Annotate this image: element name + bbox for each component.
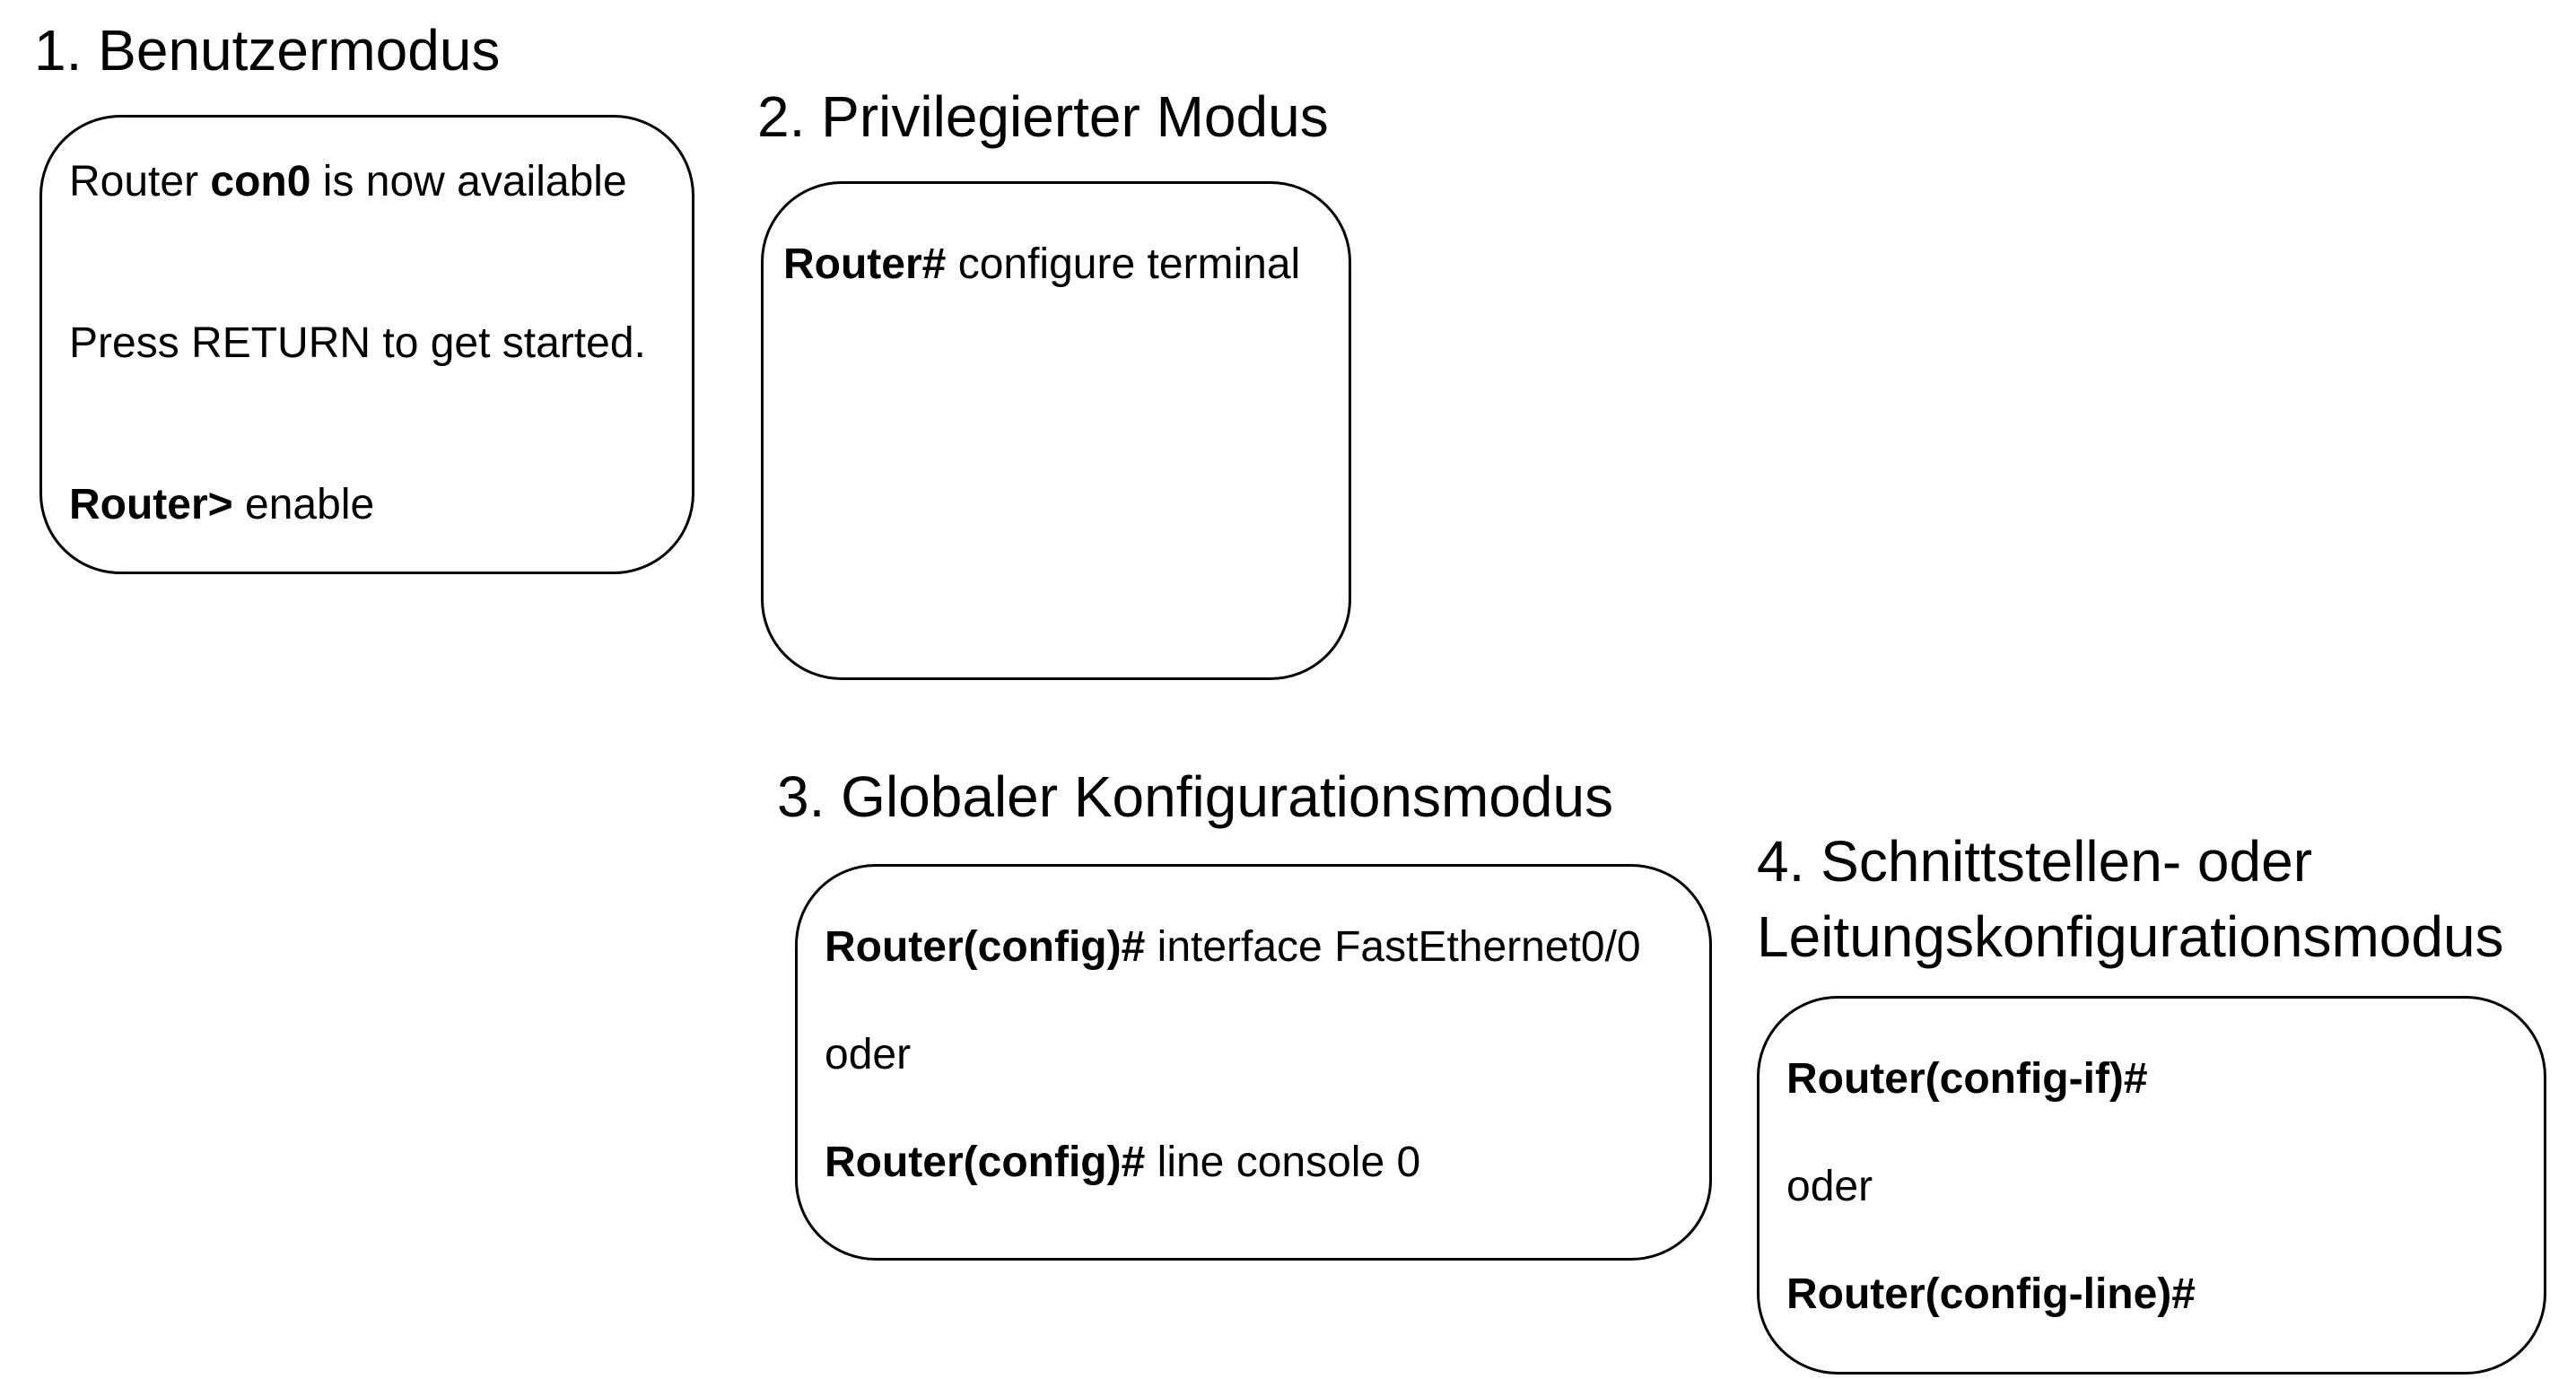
terminal-line: Router> enable xyxy=(69,478,374,532)
heading-line: Leitungskonfigurationsmodus xyxy=(1757,904,2504,969)
text-segment-bold: Router(config)# xyxy=(825,923,1146,971)
heading-line: 4. Schnittstellen- oder xyxy=(1757,829,2312,894)
text-segment-bold: Router(config-line)# xyxy=(1786,1270,2196,1318)
terminal-line: oder xyxy=(1786,1160,1873,1214)
text-segment: Router xyxy=(69,158,211,205)
text-segment: line console 0 xyxy=(1145,1139,1421,1186)
mode-2-heading: 2. Privilegierter Modus xyxy=(757,79,1329,154)
heading-line: 1. Benutzermodus xyxy=(34,18,501,83)
terminal-line: Press RETURN to get started. xyxy=(69,317,646,371)
text-segment: enable xyxy=(232,481,375,528)
mode-1-heading: 1. Benutzermodus xyxy=(34,13,500,88)
heading-line: 2. Privilegierter Modus xyxy=(757,84,1329,149)
mode-1-box: Router con0 is now available Press RETUR… xyxy=(39,115,694,574)
mode-4-heading: 4. Schnittstellen- oder Leitungskonfigur… xyxy=(1757,824,2504,974)
terminal-line: Router(config-line)# xyxy=(1786,1268,2196,1322)
terminal-line: Router(config)# interface FastEthernet0/… xyxy=(825,921,1641,974)
text-segment: Press RETURN to get started. xyxy=(69,319,646,367)
terminal-line: Router# configure terminal xyxy=(783,238,1300,292)
text-segment: is now available xyxy=(310,158,627,205)
text-segment-bold: Router(config)# xyxy=(825,1139,1146,1186)
mode-2-box: Router# configure terminal xyxy=(761,181,1351,680)
text-segment: configure terminal xyxy=(946,240,1301,288)
terminal-line: oder xyxy=(825,1028,911,1082)
terminal-line: Router(config-if)# xyxy=(1786,1052,2148,1106)
heading-line: 3. Globaler Konfigurationsmodus xyxy=(777,764,1614,829)
text-segment-bold: con0 xyxy=(210,158,311,205)
text-segment-bold: Router(config-if)# xyxy=(1786,1055,2148,1103)
terminal-line: Router con0 is now available xyxy=(69,155,627,209)
text-segment-bold: Router> xyxy=(69,481,233,528)
text-segment: oder xyxy=(1786,1163,1873,1210)
terminal-line: Router(config)# line console 0 xyxy=(825,1136,1420,1190)
text-segment: oder xyxy=(825,1031,912,1078)
text-segment: interface FastEthernet0/0 xyxy=(1145,923,1641,971)
mode-4-box: Router(config-if)# oder Router(config-li… xyxy=(1757,996,2546,1375)
mode-3-box: Router(config)# interface FastEthernet0/… xyxy=(795,864,1712,1261)
mode-3-heading: 3. Globaler Konfigurationsmodus xyxy=(777,759,1613,834)
text-segment-bold: Router# xyxy=(783,240,947,288)
